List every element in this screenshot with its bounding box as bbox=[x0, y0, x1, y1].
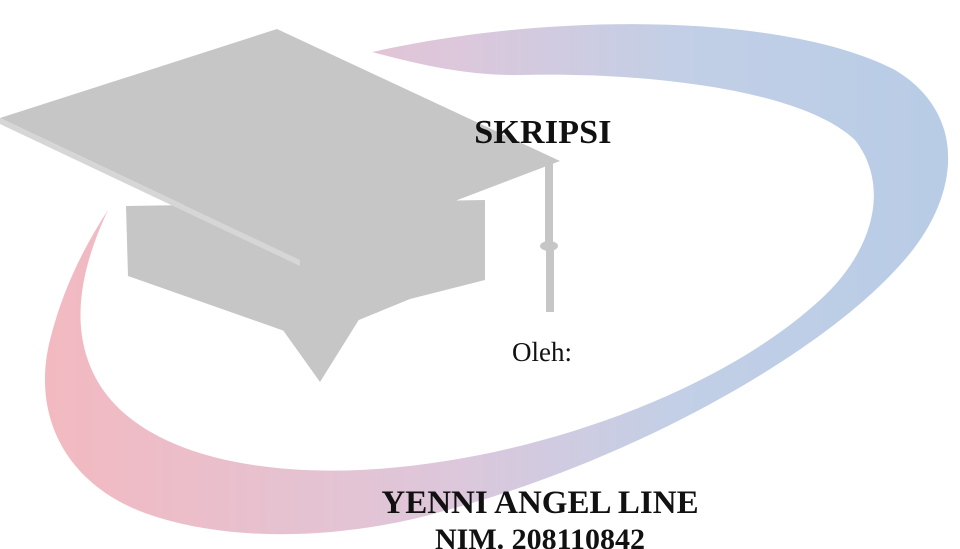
document-title: SKRIPSI bbox=[474, 114, 612, 151]
by-label: Oleh: bbox=[512, 337, 572, 367]
graduation-cap-icon bbox=[0, 29, 560, 382]
student-id: NIM. 208110842 bbox=[435, 523, 645, 549]
swoosh-ring bbox=[44, 24, 949, 535]
author-name: YENNI ANGEL LINE bbox=[381, 485, 699, 521]
